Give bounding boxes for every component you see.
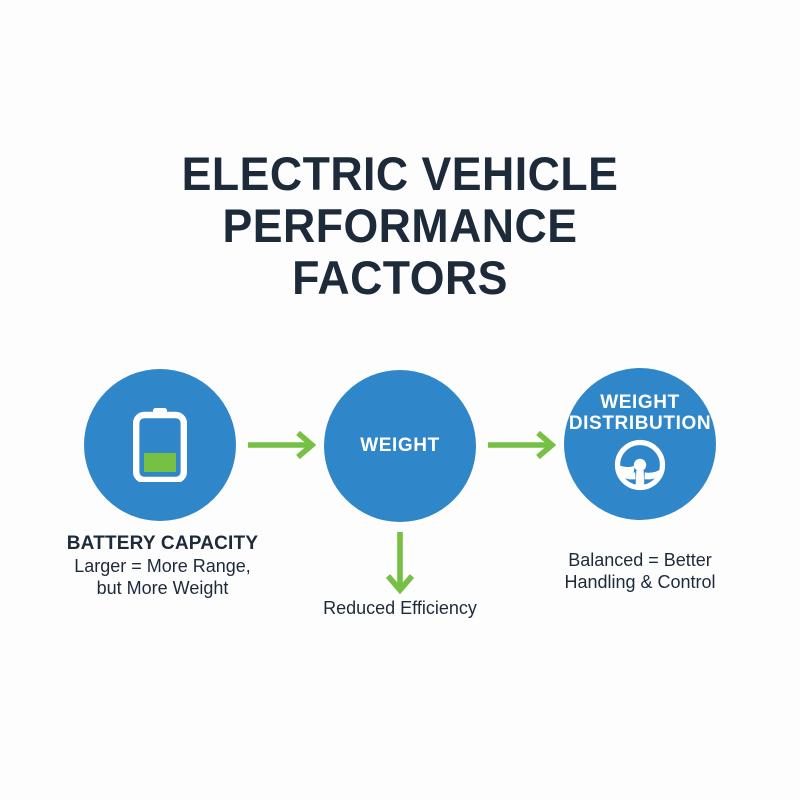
battery-icon — [133, 408, 187, 482]
node-battery-capacity[interactable] — [84, 369, 236, 521]
title-line-3: FACTORS — [292, 251, 508, 304]
title-line-2: PERFORMANCE — [222, 199, 578, 252]
node-weight-distribution[interactable]: WEIGHT DISTRIBUTION — [564, 368, 716, 520]
title-line-1: ELECTRIC VEHICLE — [181, 147, 619, 200]
caption-reduced-efficiency: Reduced Efficiency — [280, 598, 520, 620]
node-weight-label: WEIGHT — [360, 434, 440, 456]
node-label-line-2: DISTRIBUTION — [568, 412, 712, 434]
page-title: ELECTRIC VEHICLE PERFORMANCE FACTORS — [0, 148, 800, 304]
arrow-weight-to-distribution — [488, 430, 557, 460]
node-label-line-1: WEIGHT — [600, 391, 680, 413]
node-weight-distribution-label: WEIGHT DISTRIBUTION — [568, 391, 712, 434]
caption-distribution-line-1: Balanced = Better — [568, 550, 712, 570]
caption-efficiency-line-1: Reduced Efficiency — [323, 598, 477, 618]
arrow-weight-to-efficiency — [385, 532, 415, 595]
caption-battery-line-1: Larger = More Range, — [74, 556, 251, 577]
caption-distribution-line-2: Handling & Control — [564, 571, 716, 592]
caption-weight-distribution: Balanced = Better Handling & Control — [515, 550, 765, 594]
arrow-battery-to-weight — [248, 430, 317, 460]
caption-battery-capacity: BATTERY CAPACITY Larger = More Range, bu… — [30, 532, 295, 600]
caption-battery-line-2: but More Weight — [96, 578, 229, 599]
node-weight[interactable]: WEIGHT — [324, 370, 476, 522]
caption-battery-heading: BATTERY CAPACITY — [66, 533, 259, 554]
steering-wheel-icon — [614, 439, 666, 491]
